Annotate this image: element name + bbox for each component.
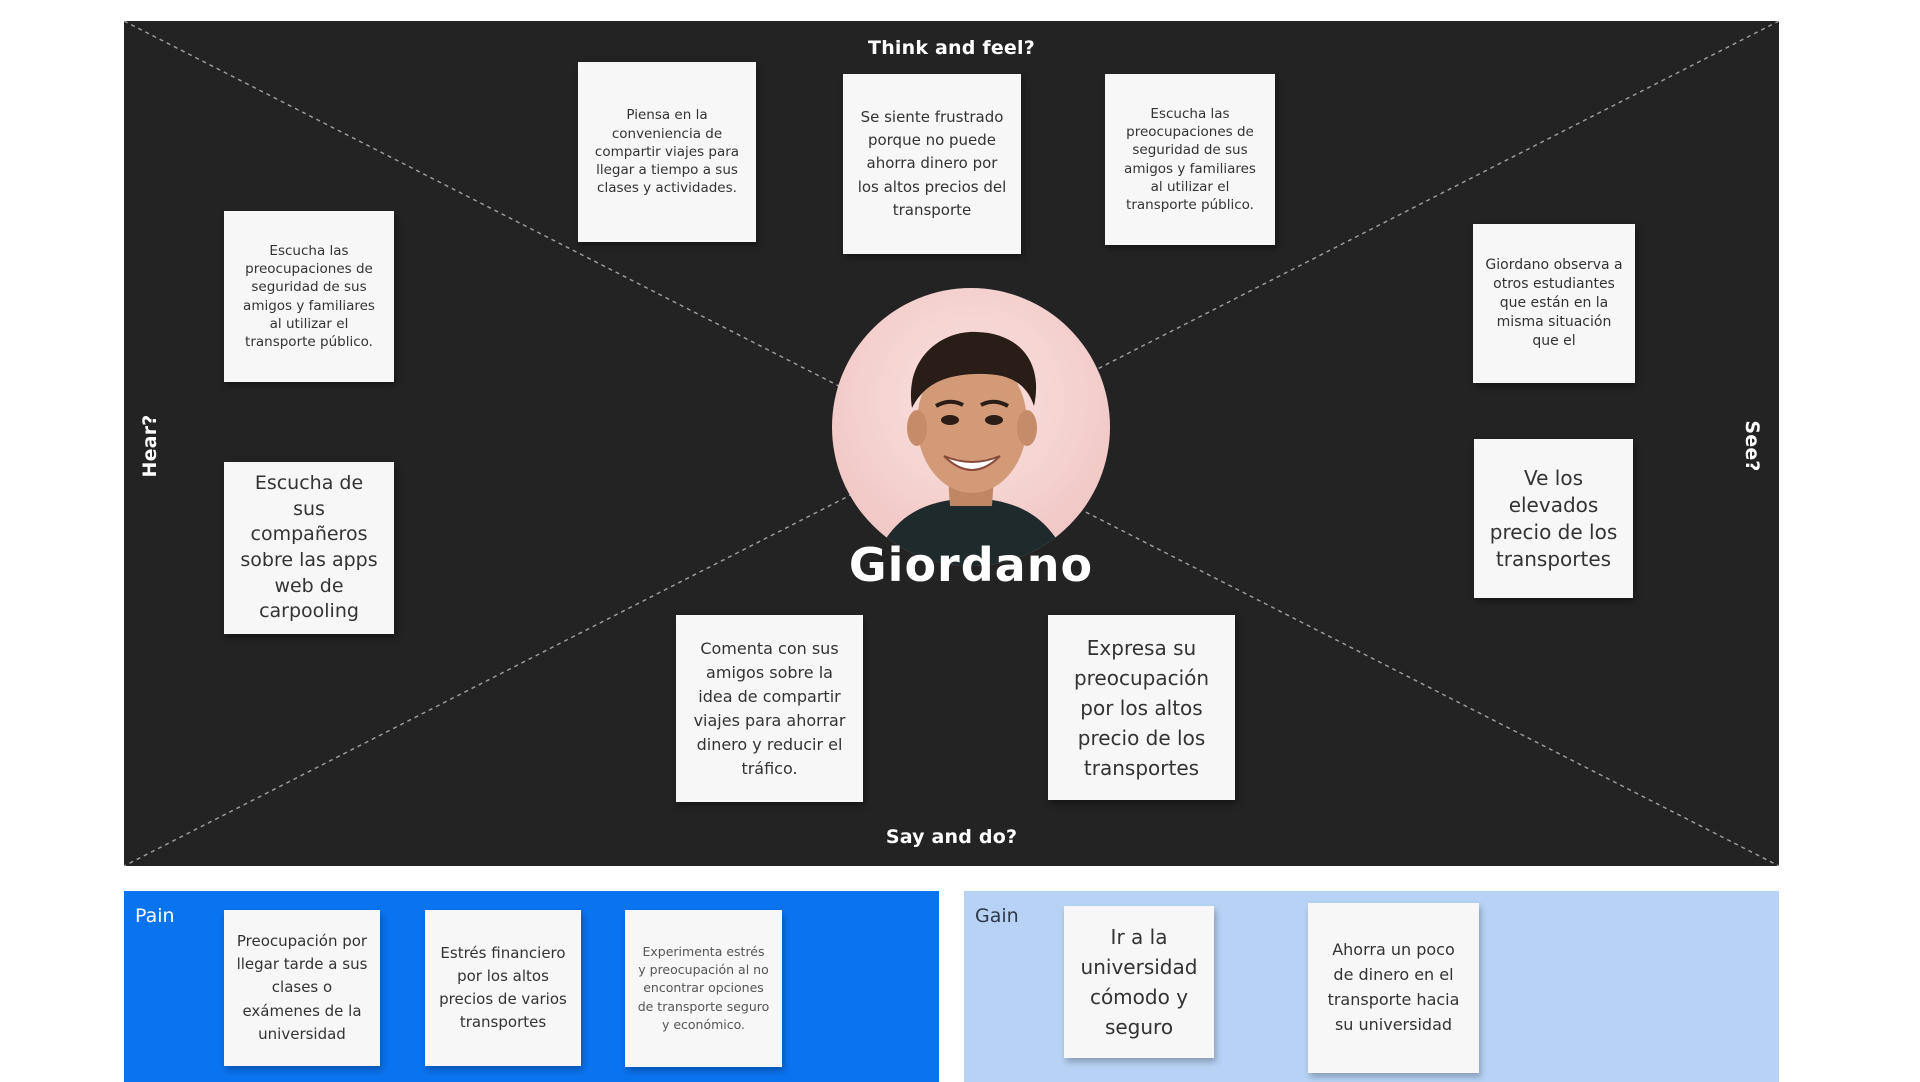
sticky-note-text: Se siente frustrado porque no puede ahor… bbox=[857, 107, 1007, 219]
hear-label: Hear? bbox=[139, 414, 161, 478]
gain-panel: Gain Ir a la universidad cómodo y seguro… bbox=[964, 891, 1779, 1082]
sticky-note-text: Preocupación por llegar tarde a sus clas… bbox=[236, 931, 368, 1043]
sticky-note-text: Piensa en la conveniencia de compartir v… bbox=[594, 107, 740, 197]
sticky-note[interactable]: Se siente frustrado porque no puede ahor… bbox=[843, 74, 1021, 254]
sticky-note[interactable]: Escucha de sus compañeros sobre las apps… bbox=[224, 462, 394, 634]
sticky-note-text: Expresa su preocupación por los altos pr… bbox=[1073, 635, 1210, 780]
sticky-note-text: Escucha las preocupaciones de seguridad … bbox=[1124, 105, 1256, 213]
pain-label: Pain bbox=[135, 905, 175, 927]
sticky-note[interactable]: Giordano observa a otros estudiantes que… bbox=[1473, 224, 1635, 383]
empathy-map-board: Think and feel? Say and do? Hear? See? P… bbox=[124, 21, 1779, 866]
person-photo-icon bbox=[872, 331, 1070, 566]
sticky-note[interactable]: Comenta con sus amigos sobre la idea de … bbox=[676, 615, 863, 802]
say-and-do-label: Say and do? bbox=[885, 826, 1018, 848]
sticky-note[interactable]: Escucha las preocupaciones de seguridad … bbox=[224, 211, 394, 382]
sticky-note[interactable]: Experimenta estrés y preocupación al no … bbox=[625, 910, 782, 1067]
gain-label: Gain bbox=[975, 905, 1019, 927]
sticky-note-text: Escucha las preocupaciones de seguridad … bbox=[243, 242, 375, 350]
sticky-note-text: Ir a la universidad cómodo y seguro bbox=[1080, 925, 1198, 1039]
sticky-note-text: Estrés financiero por los altos precios … bbox=[439, 943, 567, 1032]
see-label: See? bbox=[1741, 420, 1763, 472]
think-and-feel-label: Think and feel? bbox=[868, 37, 1035, 59]
pain-panel: Pain Preocupación por llegar tarde a sus… bbox=[124, 891, 939, 1082]
persona-name: Giordano bbox=[848, 538, 1094, 592]
sticky-note-text: Comenta con sus amigos sobre la idea de … bbox=[693, 638, 846, 778]
sticky-note-text: Escucha de sus compañeros sobre las apps… bbox=[240, 472, 378, 623]
sticky-note[interactable]: Estrés financiero por los altos precios … bbox=[425, 910, 581, 1066]
sticky-note[interactable]: Expresa su preocupación por los altos pr… bbox=[1048, 615, 1235, 800]
sticky-note-text: Ve los elevados precio de los transporte… bbox=[1489, 465, 1618, 571]
sticky-note[interactable]: Escucha las preocupaciones de seguridad … bbox=[1105, 74, 1275, 245]
sticky-note[interactable]: Ve los elevados precio de los transporte… bbox=[1474, 439, 1633, 598]
sticky-note[interactable]: Preocupación por llegar tarde a sus clas… bbox=[224, 910, 380, 1066]
sticky-note[interactable]: Ahorra un poco de dinero en el transport… bbox=[1308, 903, 1479, 1073]
sticky-note-text: Ahorra un poco de dinero en el transport… bbox=[1327, 940, 1460, 1034]
sticky-note[interactable]: Piensa en la conveniencia de compartir v… bbox=[578, 62, 756, 242]
sticky-note-text: Experimenta estrés y preocupación al no … bbox=[637, 944, 770, 1032]
persona-photo bbox=[832, 288, 1110, 566]
sticky-note[interactable]: Ir a la universidad cómodo y seguro bbox=[1064, 906, 1214, 1058]
sticky-note-text: Giordano observa a otros estudiantes que… bbox=[1485, 257, 1623, 349]
